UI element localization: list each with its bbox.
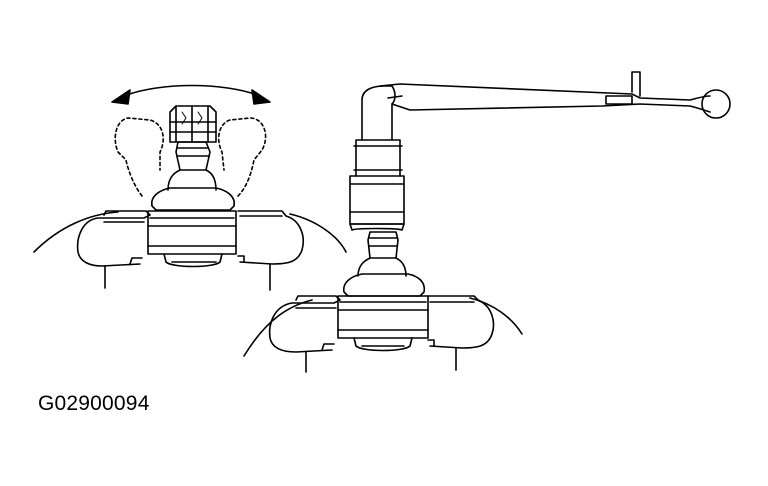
right-ball-joint-assembly: [244, 232, 522, 372]
wrench-beam: [380, 84, 710, 100]
wrench-pointer: [632, 72, 640, 96]
right-ball-stud: [368, 232, 398, 258]
wrench-head: [362, 86, 395, 140]
wrench-extension: [356, 140, 400, 176]
right-knuckle-boss-right: [428, 296, 493, 348]
left-swing-ghost-left: [115, 118, 163, 196]
left-knuckle-boss-left: [78, 211, 150, 266]
left-castle-nut: [170, 106, 216, 142]
left-joint-housing: [148, 211, 236, 254]
wrench-handle-knob: [702, 90, 730, 118]
left-knuckle-outline: [34, 212, 346, 252]
torque-wrench: [350, 72, 730, 230]
figure-code: G02900094: [38, 392, 150, 415]
right-knuckle-outline: [244, 298, 522, 356]
left-swing-ghost-right: [219, 118, 266, 196]
double-arrow-icon: [112, 86, 270, 105]
left-knuckle-boss-right: [238, 211, 303, 264]
left-ball-joint-assembly: [34, 86, 346, 291]
right-knuckle-boss-left: [270, 296, 340, 352]
right-joint-socket: [344, 274, 425, 296]
left-joint-socket: [152, 188, 235, 210]
